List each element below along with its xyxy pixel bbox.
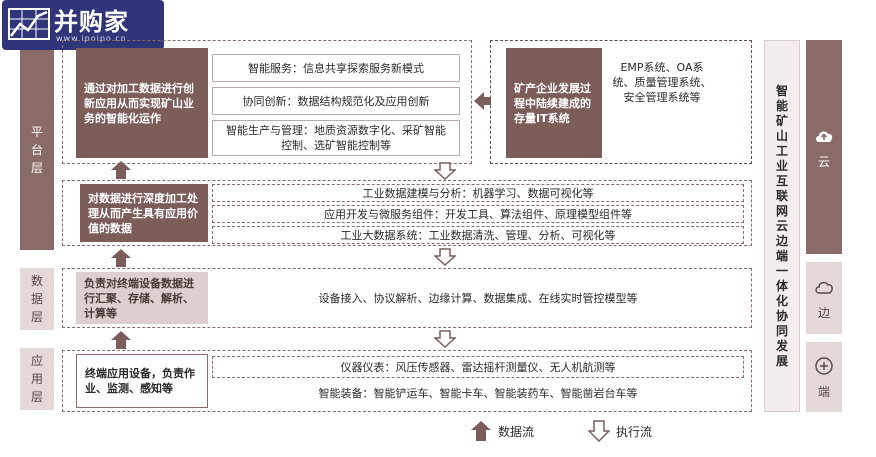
tier-device-label: 端 (817, 384, 830, 399)
app-row-equipment-text: 智能装备：智能铲运车、智能卡车、智能装药车、智能凿岩台车等 (318, 386, 638, 400)
layer-data: 数据层 (20, 268, 54, 330)
layer-application-label: 应用层 (30, 354, 43, 404)
legend-exec-flow-icon (588, 420, 610, 442)
logo-brand: 并购家 (54, 8, 129, 36)
data-layer-content: 设备接入、协议解析、边缘计算、数据集成、在线实时管控模型等 (212, 272, 744, 324)
systems-desc-text: EMP系统、OA系统、质量管理系统、安全管理系统等 (612, 61, 712, 104)
data-arrow-up-icon (111, 249, 131, 267)
mining-it-desc: 矿产企业发展过程中陆续建成的存量IT系统 (506, 48, 602, 158)
data-layer-content-text: 设备接入、协议解析、边缘计算、数据集成、在线实时管控模型等 (318, 291, 638, 305)
platform-row-production: 智能生产与管理：地质资源数字化、采矿智能控制、选矿智能控制等 (212, 120, 460, 156)
platform-mid-row-devkit: 应用开发与微服务组件：开发工具、算法组件、原理模型组件等 (212, 205, 744, 223)
layer-platform: 平台层 (20, 50, 54, 250)
layer-platform-label: 平台层 (30, 125, 43, 175)
tier-edge-label: 边 (817, 305, 830, 320)
legend-data-flow-icon (471, 421, 491, 441)
right-vertical-title: 智能矿山工业互联网云边端一体化协同发展 (775, 83, 788, 368)
chart-logo-icon (8, 8, 50, 40)
platform-top-desc: 通过对加工数据进行创新应用从而实现矿山业务的智能化运作 (76, 48, 208, 158)
tier-cloud: 云 (806, 40, 842, 254)
app-layer-desc-text: 终端应用设备，负责作业、监测、感知等 (85, 367, 195, 395)
platform-mid-frame (62, 180, 752, 246)
app-layer-desc: 终端应用设备，负责作业、监测、感知等 (76, 354, 208, 408)
logo-url: www.ipoipo.cn (56, 34, 127, 43)
platform-mid-row-bigdata: 工业大数据系统：工业数据清洗、管理、分析、可视化等 (212, 226, 744, 244)
plus-circle-icon (815, 356, 833, 375)
tier-cloud-label: 云 (817, 154, 830, 169)
data-arrow-up-icon (111, 331, 131, 349)
data-layer-frame (62, 268, 752, 328)
tier-device: 端 (806, 342, 842, 412)
tier-edge: 边 (806, 262, 842, 334)
platform-row-smart-service-text: 智能服务：信息共享探索服务新模式 (248, 61, 424, 75)
platform-mid-desc-text: 对数据进行深度加工处理从而产生具有应用价值的数据 (88, 191, 198, 235)
app-row-instruments: 仪器仪表：风压传感器、雷达摇杆测量仪、无人机航测等 (212, 356, 744, 378)
platform-mid-row-modeling: 工业数据建模与分析：机器学习、数据可视化等 (212, 184, 744, 202)
platform-mid-row-devkit-text: 应用开发与微服务组件：开发工具、算法组件、原理模型组件等 (324, 207, 632, 221)
platform-row-smart-service: 智能服务：信息共享探索服务新模式 (212, 54, 460, 82)
exec-arrow-down-icon (434, 162, 456, 180)
layer-application: 应用层 (20, 348, 54, 410)
platform-row-production-text: 智能生产与管理：地质资源数字化、采矿智能控制、选矿智能控制等 (226, 124, 446, 152)
data-layer-desc: 负责对终端设备数据进行汇聚、存储、解析、计算等 (76, 272, 208, 324)
right-vertical-panel: 智能矿山工业互联网云边端一体化协同发展 (764, 40, 800, 412)
exec-arrow-down-icon (434, 248, 456, 266)
exec-arrow-down-icon (434, 330, 456, 348)
platform-top-frame (62, 40, 472, 164)
data-arrow-up-icon (111, 161, 131, 179)
platform-row-collab-text: 协同创新：数据结构规范化及应用创新 (242, 94, 430, 108)
cloud-upload-icon (816, 131, 833, 142)
logo: 并购家 www.ipoipo.cn (2, 0, 164, 50)
arrow-left-icon (474, 92, 491, 110)
platform-mid-desc: 对数据进行深度加工处理从而产生具有应用价值的数据 (80, 184, 208, 242)
data-layer-desc-text: 负责对终端设备数据进行汇聚、存储、解析、计算等 (84, 276, 194, 320)
platform-mid-row-modeling-text: 工业数据建模与分析：机器学习、数据可视化等 (362, 186, 594, 200)
platform-row-collab: 协同创新：数据结构规范化及应用创新 (212, 87, 460, 115)
app-layer-frame (62, 350, 752, 412)
cloud-outline-icon (815, 281, 833, 294)
mining-it-desc-text: 矿产企业发展过程中陆续建成的存量IT系统 (514, 81, 591, 125)
app-row-equipment: 智能装备：智能铲运车、智能卡车、智能装药车、智能凿岩台车等 (212, 382, 744, 404)
platform-top-desc-text: 通过对加工数据进行创新应用从而实现矿山业务的智能化运作 (84, 81, 194, 125)
legend-exec-flow-label: 执行流 (616, 425, 653, 439)
legend-data-flow-label: 数据流 (498, 425, 535, 439)
platform-mid-row-bigdata-text: 工业大数据系统：工业数据清洗、管理、分析、可视化等 (340, 228, 616, 242)
app-row-instruments-text: 仪器仪表：风压传感器、雷达摇杆测量仪、无人机航测等 (340, 360, 616, 374)
layer-data-label: 数据层 (30, 274, 43, 324)
systems-desc: EMP系统、OA系统、质量管理系统、安全管理系统等 (612, 60, 712, 140)
